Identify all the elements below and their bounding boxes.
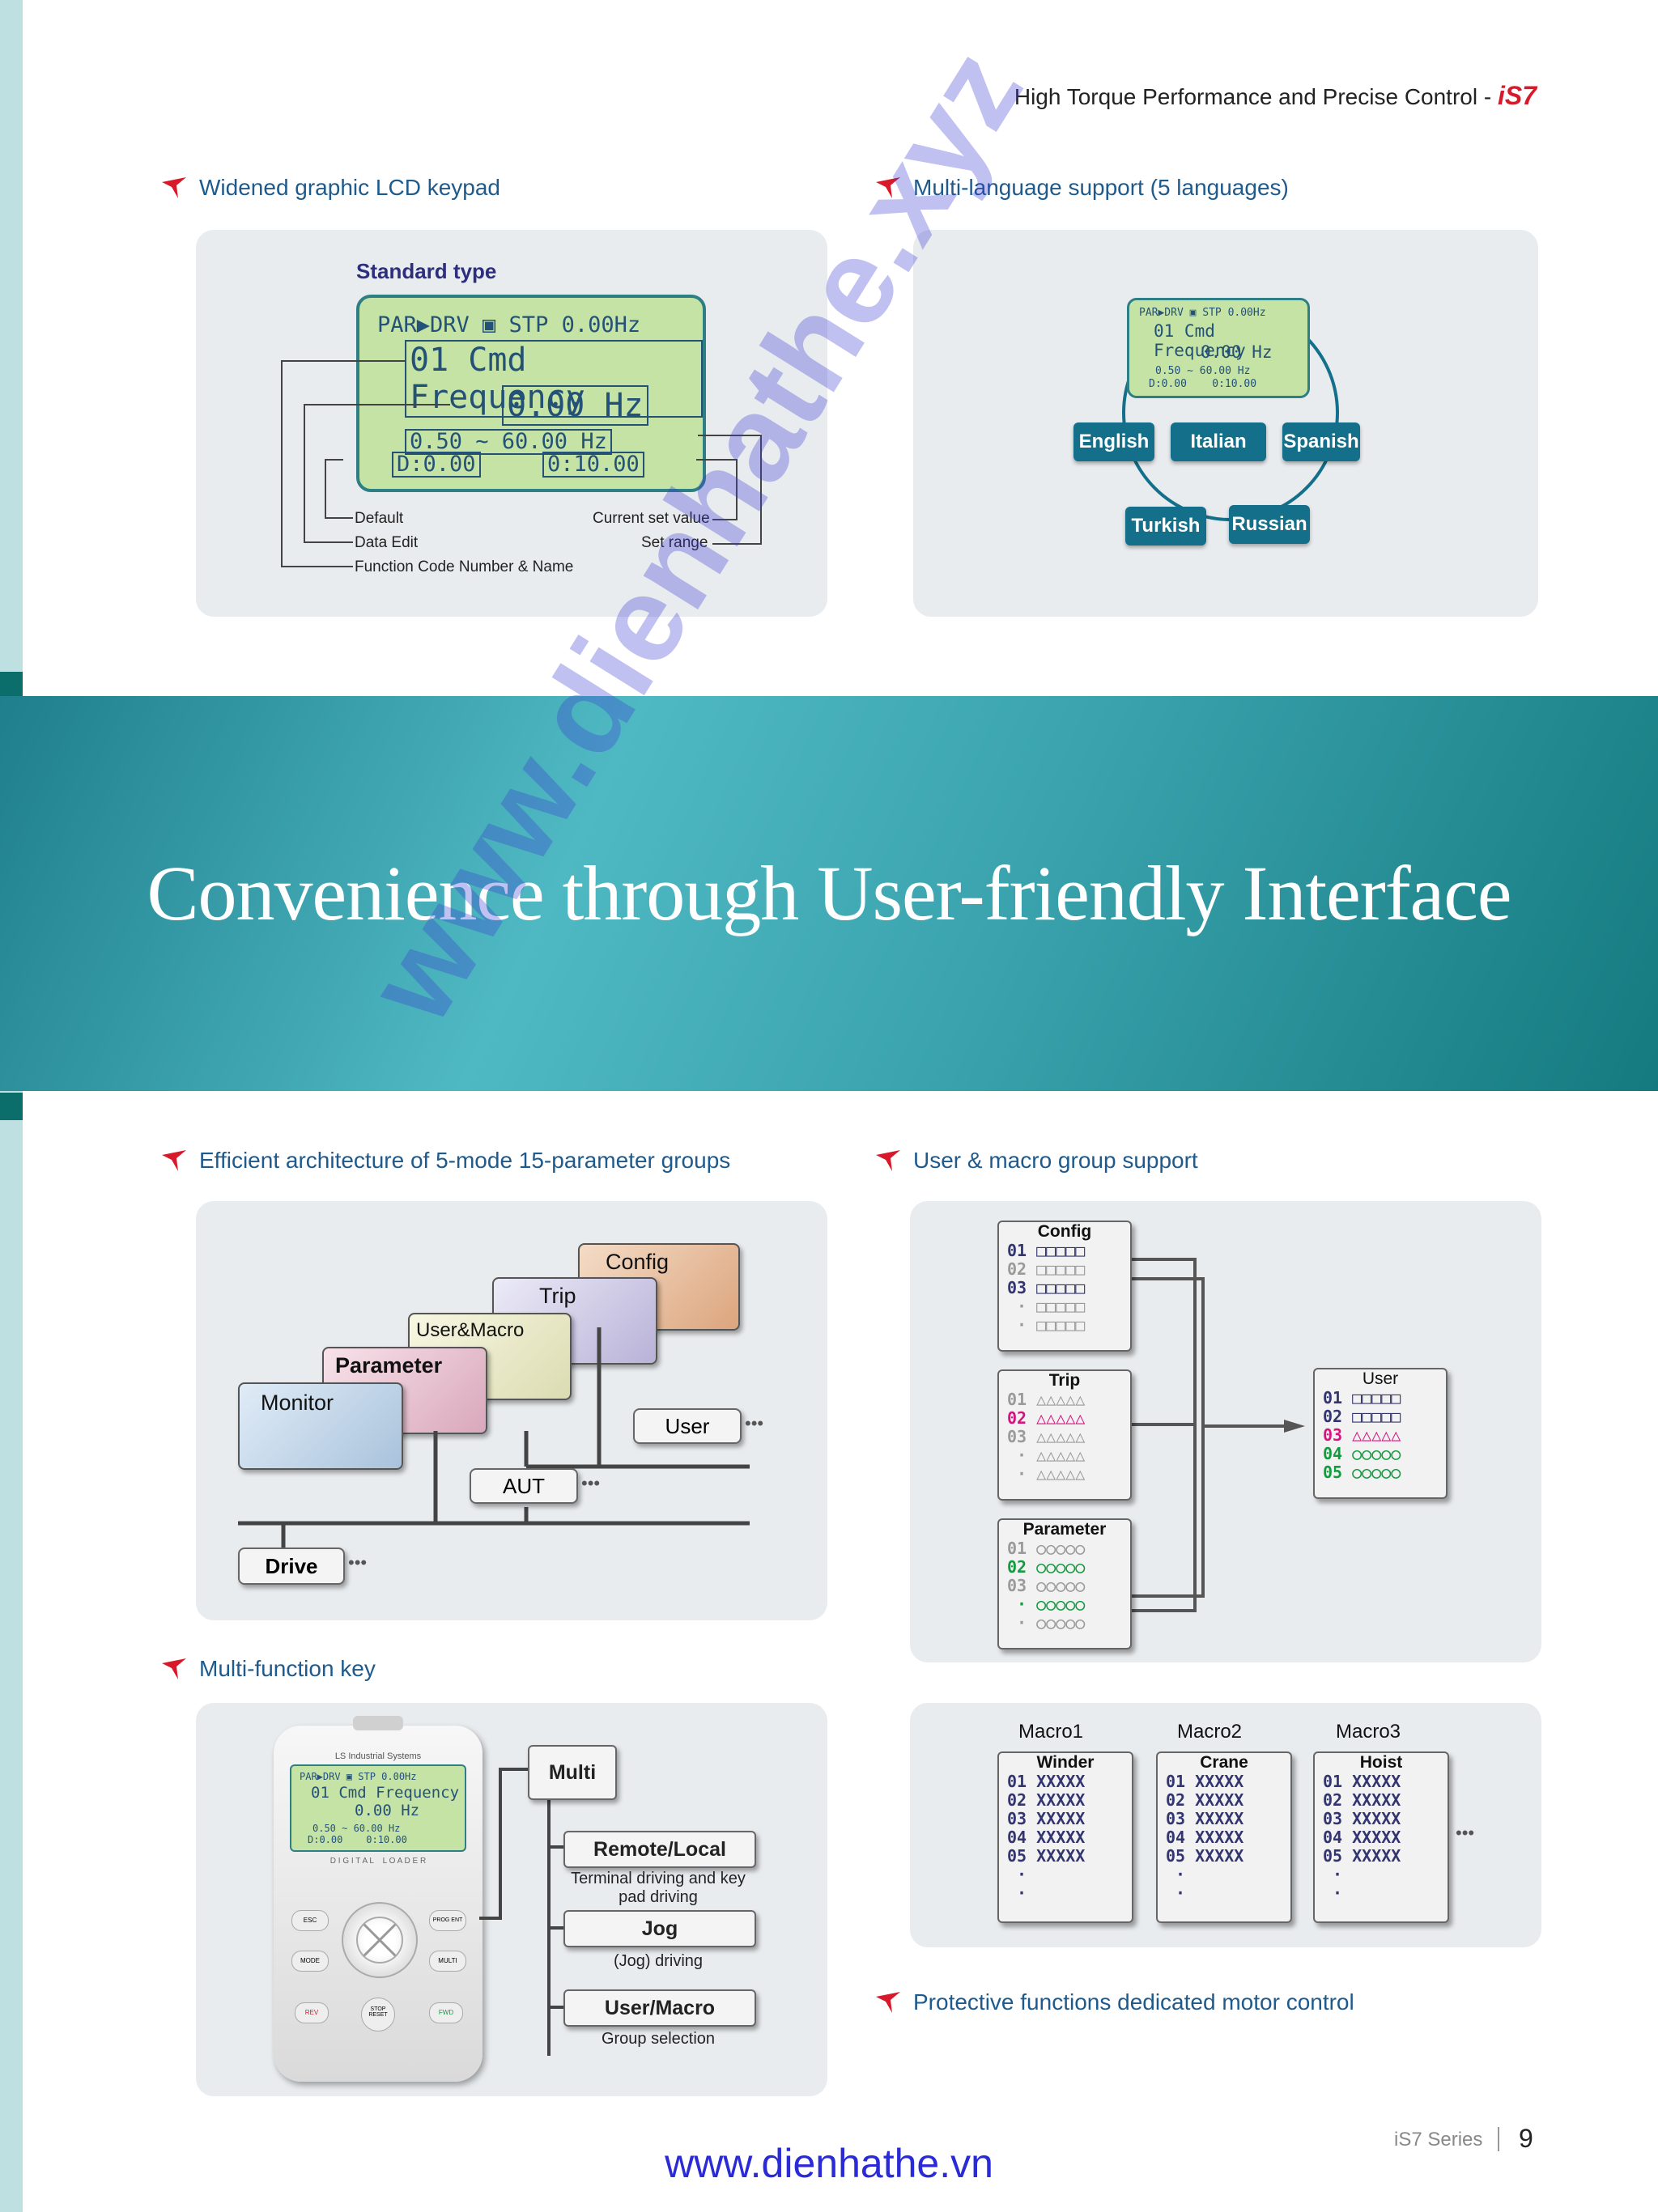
- jog-caption: (Jog) driving: [613, 1952, 704, 1970]
- brand-logo: iS7: [1497, 81, 1537, 110]
- small-lcd-line3: 0.00 Hz: [1201, 342, 1273, 362]
- folder-config-label: Config: [606, 1250, 670, 1274]
- folder-monitor-label: Monitor: [261, 1390, 334, 1415]
- group-card-parameter: Parameter 01 ○○○○○ 02 ○○○○○ 03 ○○○○○ · ○…: [997, 1518, 1132, 1649]
- keypad-device: LS Industrial Systems PAR▶DRV ▣ STP 0.00…: [274, 1716, 483, 2082]
- user-macro-caption: Group selection: [601, 2030, 716, 2048]
- user-ellipsis: •••: [745, 1413, 764, 1433]
- macro-card-crane: Crane 01 XXXXX 02 XXXXX 03 XXXXX 04 XXXX…: [1156, 1751, 1292, 1923]
- lcd-default: D:0.00: [392, 452, 481, 478]
- lcd-leader-lines: [281, 360, 762, 567]
- label-set-range: Set range: [641, 534, 708, 551]
- red-arrow-icon: [876, 1150, 900, 1171]
- group-card-trip: Trip 01 △△△△△ 02 △△△△△ 03 △△△△△ · △△△△△ …: [997, 1369, 1132, 1501]
- header-text: High Torque Performance and Precise Cont…: [1014, 84, 1498, 109]
- aut-node: AUT: [470, 1468, 578, 1504]
- macro1-label: Macro1: [1018, 1721, 1084, 1743]
- key-rev[interactable]: REV: [295, 2002, 329, 2023]
- section-title-protective: Protective functions dedicated motor con…: [874, 1989, 1354, 2015]
- lang-english[interactable]: English: [1073, 422, 1154, 461]
- banner: [0, 696, 1658, 1091]
- lcd-value: 0.00 Hz: [502, 385, 648, 426]
- lang-russian[interactable]: Russian: [1229, 505, 1310, 544]
- left-marker: [0, 1093, 23, 1120]
- lcd-screen: PAR▶DRV ▣ STP 0.00Hz 01 Cmd Frequency 0.…: [356, 295, 706, 492]
- banner-title: Convenience through User-friendly Interf…: [147, 850, 1512, 936]
- standard-type-label: Standard type: [356, 259, 497, 283]
- remote-local-button[interactable]: Remote/Local: [563, 1831, 756, 1868]
- footer-url[interactable]: www.dienhathe.vn: [665, 2141, 993, 2186]
- group-connector-lines: [1129, 1258, 1305, 1612]
- small-lcd-screen: PAR▶DRV ▣ STP 0.00Hz 01 Cmd Frequency 0.…: [1127, 298, 1310, 398]
- macro-card-hoist: Hoist 01 XXXXX 02 XXXXX 03 XXXXX 04 XXXX…: [1313, 1751, 1449, 1923]
- section-title-language: Multi-language support (5 languages): [874, 175, 1289, 201]
- lcd-status-line: PAR▶DRV ▣ STP 0.00Hz: [377, 312, 641, 338]
- lang-spanish[interactable]: Spanish: [1282, 422, 1360, 461]
- key-multi[interactable]: MULTI: [429, 1951, 466, 1972]
- key-stop-reset[interactable]: STOP RESET: [361, 1998, 395, 2032]
- keypad-brand: LS Industrial Systems: [334, 1751, 422, 1761]
- red-arrow-icon: [162, 177, 186, 198]
- nav-cross-icon: [356, 1917, 403, 1964]
- keypad-top-tab: [353, 1716, 403, 1730]
- folder-user-macro-label: User&Macro: [416, 1319, 525, 1341]
- lang-italian[interactable]: Italian: [1171, 422, 1266, 461]
- label-data-edit: Data Edit: [355, 534, 419, 551]
- key-fwd[interactable]: FWD: [429, 2002, 463, 2023]
- key-esc[interactable]: ESC: [291, 1910, 329, 1931]
- keypad-nav-wheel[interactable]: [342, 1902, 418, 1978]
- small-lcd-line4: 0.50 ~ 60.00 Hz: [1155, 365, 1251, 377]
- section-title-architecture: Efficient architecture of 5-mode 15-para…: [160, 1148, 730, 1174]
- user-macro-button[interactable]: User/Macro: [563, 1989, 756, 2027]
- macro-ellipsis: •••: [1456, 1823, 1475, 1843]
- section-title-multi-key: Multi-function key: [160, 1656, 376, 1682]
- lcd-range: 0.50 ~ 60.00 Hz: [405, 429, 612, 455]
- left-marker: [0, 672, 23, 699]
- footer-series: iS7 Series: [1394, 2129, 1483, 2150]
- label-default: Default: [355, 510, 404, 527]
- red-arrow-icon: [162, 1658, 186, 1679]
- architecture-tree-lines: [238, 1327, 750, 1548]
- small-lcd-line5: D:0.00 0:10.00: [1149, 378, 1257, 390]
- key-prog-ent[interactable]: PROG ENT: [429, 1910, 466, 1931]
- red-arrow-icon: [162, 1150, 186, 1171]
- folder-parameter-label: Parameter: [335, 1353, 443, 1378]
- folder-monitor: [238, 1382, 403, 1470]
- label-current-set: Current set value: [593, 510, 710, 527]
- label-function-code: Function Code Number & Name: [355, 558, 574, 575]
- drive-node: Drive: [238, 1548, 345, 1585]
- lcd-function-name: 01 Cmd Frequency: [405, 340, 703, 418]
- section-title-user-macro: User & macro group support: [874, 1148, 1198, 1174]
- remote-local-caption: Terminal driving and key pad driving: [571, 1870, 746, 1906]
- macro3-label: Macro3: [1336, 1721, 1401, 1743]
- footer-page-number: 9: [1519, 2124, 1533, 2153]
- keypad-lcd: PAR▶DRV ▣ STP 0.00Hz 01 Cmd Frequency 0.…: [290, 1764, 466, 1852]
- drive-ellipsis: •••: [348, 1552, 368, 1573]
- macro2-label: Macro2: [1177, 1721, 1243, 1743]
- aut-ellipsis: •••: [581, 1473, 601, 1493]
- key-mode[interactable]: MODE: [291, 1951, 329, 1972]
- lang-turkish[interactable]: Turkish: [1125, 507, 1206, 546]
- footer-divider: [1498, 2127, 1499, 2151]
- group-card-user: User 01 □□□□□ 02 □□□□□ 03 △△△△△ 04 ○○○○○…: [1313, 1368, 1448, 1499]
- folder-trip-label: Trip: [539, 1284, 576, 1308]
- user-node: User: [633, 1408, 742, 1444]
- small-lcd-line2: 01 Cmd Frequency: [1154, 321, 1246, 360]
- lcd-current: 0:10.00: [542, 452, 644, 478]
- jog-button[interactable]: Jog: [563, 1910, 756, 1947]
- macro-card-winder: Winder 01 XXXXX 02 XXXXX 03 XXXXX 04 XXX…: [997, 1751, 1133, 1923]
- red-arrow-icon: [876, 1992, 900, 2013]
- red-arrow-icon: [876, 177, 900, 198]
- header-title: High Torque Performance and Precise Cont…: [1014, 81, 1537, 111]
- small-lcd-line1: PAR▶DRV ▣ STP 0.00Hz: [1139, 307, 1266, 319]
- section-title-lcd: Widened graphic LCD keypad: [160, 175, 500, 201]
- group-card-config: Config 01 □□□□□ 02 □□□□□ 03 □□□□□ · □□□□…: [997, 1221, 1132, 1352]
- multi-key-button[interactable]: Multi: [528, 1745, 617, 1800]
- keypad-loader: D I G I T A L L O A D E R: [329, 1857, 427, 1866]
